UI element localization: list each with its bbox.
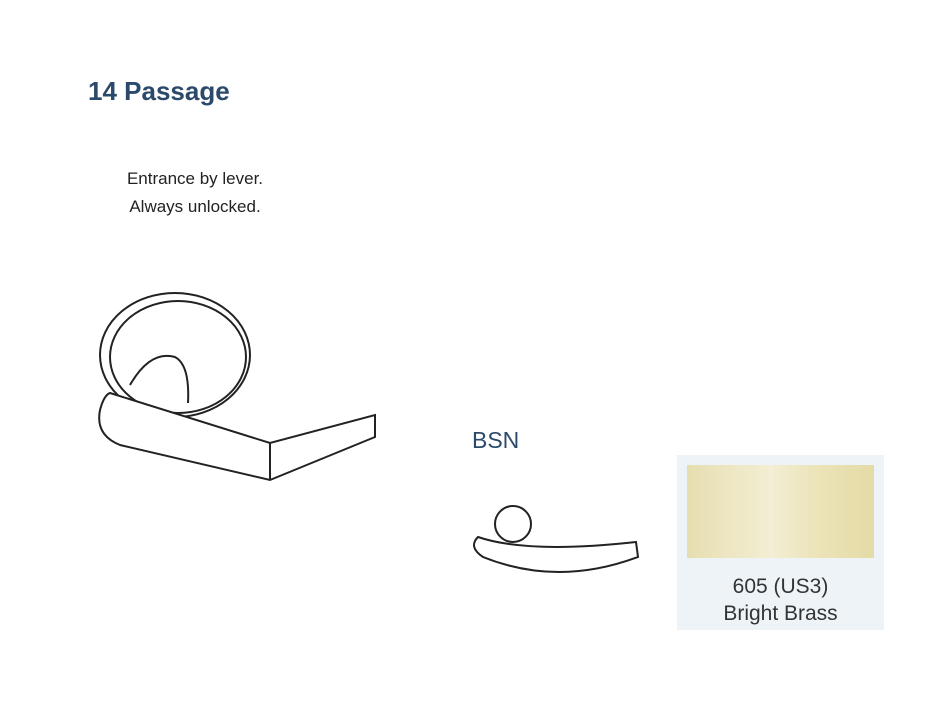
function-description: Entrance by lever. Always unlocked. bbox=[100, 165, 290, 221]
description-line: Entrance by lever. bbox=[126, 169, 264, 188]
lever-rose-illustration bbox=[98, 292, 376, 482]
bsn-lever-illustration bbox=[473, 505, 640, 573]
function-title: 14 Passage bbox=[88, 76, 230, 106]
finish-code: 605 (US3) bbox=[732, 575, 829, 598]
description-line: Always unlocked. bbox=[129, 197, 261, 216]
finish-swatch bbox=[687, 465, 874, 558]
finish-name: Bright Brass bbox=[723, 602, 838, 625]
lever-style-label: BSN bbox=[472, 427, 520, 453]
finish-label: 605 (US3) Bright Brass bbox=[677, 573, 884, 627]
finish-card: 605 (US3) Bright Brass bbox=[677, 455, 884, 630]
